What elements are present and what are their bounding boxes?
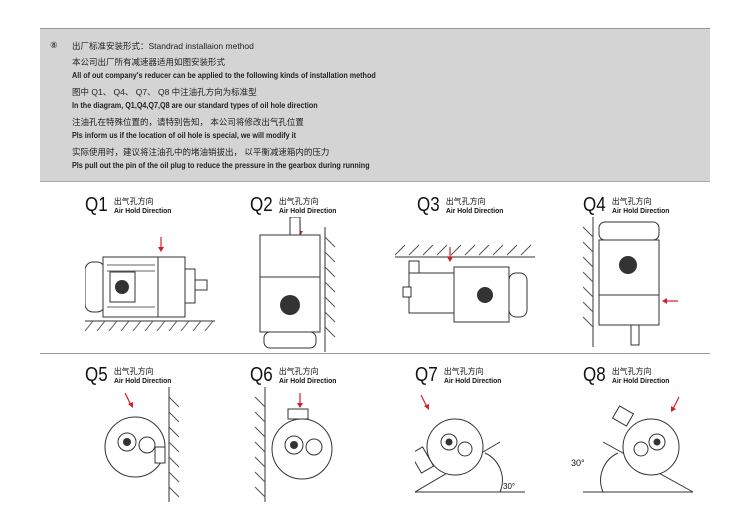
panel-cn: 出气孔方向: [443, 367, 484, 376]
panel-cn: 出气孔方向: [278, 367, 319, 376]
motor-vertical-down-wall-diagram: [583, 217, 678, 347]
motor-incline-left-diagram: [583, 396, 694, 493]
row-divider: [40, 353, 710, 354]
note-line: 本公司出厂所有减速器适用如图安装形式: [72, 57, 226, 67]
panel-label: Q6: [250, 364, 273, 386]
panel-en: Air Hold Direction: [113, 376, 172, 385]
notes-box: ⑧ 出厂标准安装形式：Standrad installaion method 本…: [40, 28, 710, 182]
panel-cn: 出气孔方向: [113, 197, 154, 206]
note-line: 注油孔在特殊位置的，请特别告知， 本公司将修改出气孔位置: [72, 117, 304, 127]
motor-end-wall-diagram: [104, 387, 180, 502]
note-line: In the diagram, Q1,Q4,Q7,Q8 are our stan…: [72, 101, 318, 110]
panel-en: Air Hold Direction: [278, 376, 337, 385]
panel-label: Q4: [583, 194, 606, 216]
motor-end-wall-left-diagram: [254, 387, 333, 502]
panel-cn: 出气孔方向: [611, 197, 652, 206]
panel-en: Air Hold Direction: [443, 376, 502, 385]
panel-en: Air Hold Direction: [113, 206, 172, 215]
note-line: 出厂标准安装形式：Standrad installaion method: [72, 41, 254, 51]
panel-label: Q2: [250, 194, 273, 216]
panel-cn: 出气孔方向: [611, 367, 652, 376]
panel-en: Air Hold Direction: [445, 206, 504, 215]
note-line: Pls pull out the pin of the oil plug to …: [72, 161, 370, 170]
panel-label: Q5: [85, 364, 108, 386]
panel-cn: 出气孔方向: [445, 197, 486, 206]
motor-vertical-wall-diagram: [259, 217, 336, 352]
note-line: 图中 Q1、 Q4、 Q7、 Q8 中注油孔方向为标准型: [72, 87, 257, 97]
angle-label: 30°: [571, 458, 585, 468]
panel-label: Q1: [85, 194, 108, 216]
note-line: All of out company's reducer can be appl…: [72, 71, 376, 80]
panel-label: Q3: [417, 194, 440, 216]
motor-incline-right-diagram: 30°: [415, 394, 525, 493]
section-marker: ⑧: [50, 40, 58, 50]
panel-en: Air Hold Direction: [611, 206, 670, 215]
panel-label: Q7: [415, 364, 438, 386]
angle-label: 30°: [503, 482, 515, 491]
panel-en: Air Hold Direction: [278, 206, 337, 215]
panel-label: Q8: [583, 364, 606, 386]
panel-en: Air Hold Direction: [611, 376, 670, 385]
motor-horizontal-floor-diagram: [85, 237, 215, 332]
motor-ceiling-diagram: [395, 244, 535, 323]
panel-cn: 出气孔方向: [278, 197, 319, 206]
panel-cn: 出气孔方向: [113, 367, 154, 376]
note-line: Pls inform us if the location of oil hol…: [72, 131, 297, 140]
note-line: 实际使用时，建议将注油孔中的堵油销拔出， 以平衡减速箱内的压力: [72, 147, 330, 157]
